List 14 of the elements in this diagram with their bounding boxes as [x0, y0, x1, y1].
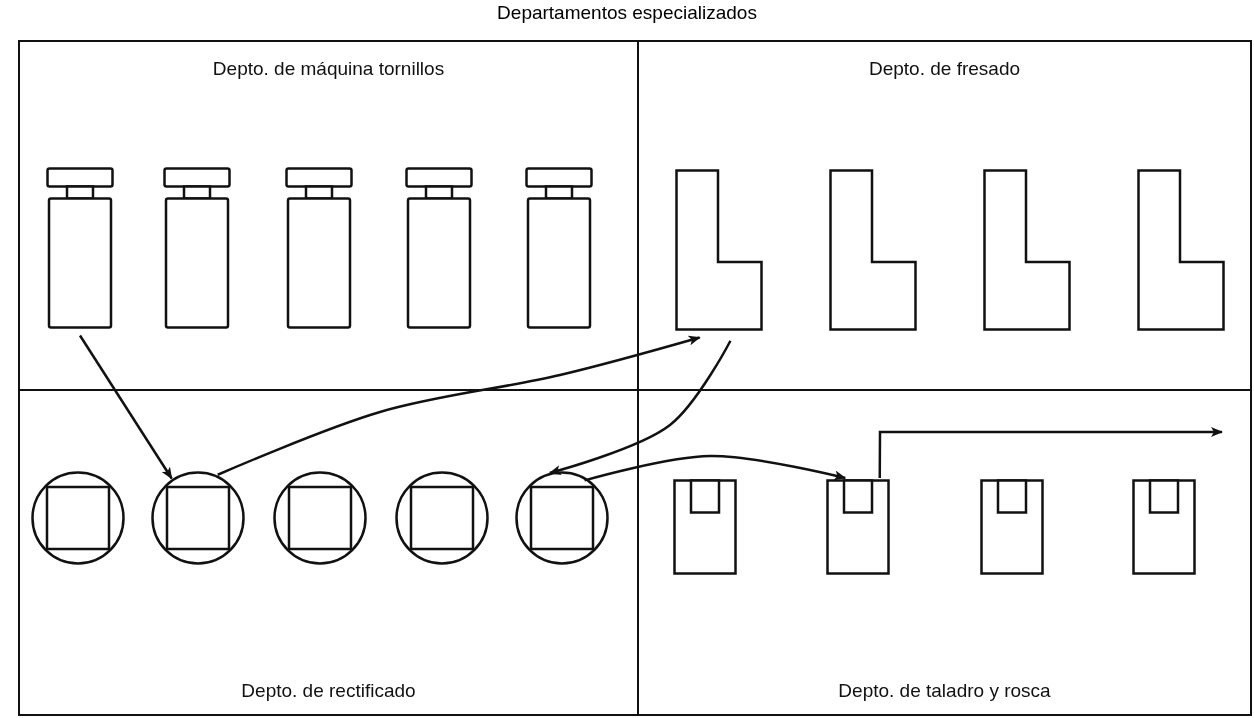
department-area	[637, 40, 1252, 391]
flow-arrow	[548, 340, 732, 475]
department-area	[18, 389, 639, 716]
department-area	[18, 40, 639, 391]
flow-arrow	[217, 335, 701, 476]
department-label: Depto. de taladro y rosca	[838, 680, 1051, 702]
department-area	[637, 389, 1252, 716]
department-label: Depto. de fresado	[868, 58, 1020, 80]
department-label: Depto. de rectificado	[241, 680, 416, 702]
flow-arrow	[78, 334, 173, 480]
flow-arrow	[584, 454, 847, 482]
diagram-title: Departamentos especializados	[497, 2, 757, 24]
flow-arrow	[878, 427, 1223, 479]
department-label: Depto. de máquina tornillos	[212, 58, 445, 80]
